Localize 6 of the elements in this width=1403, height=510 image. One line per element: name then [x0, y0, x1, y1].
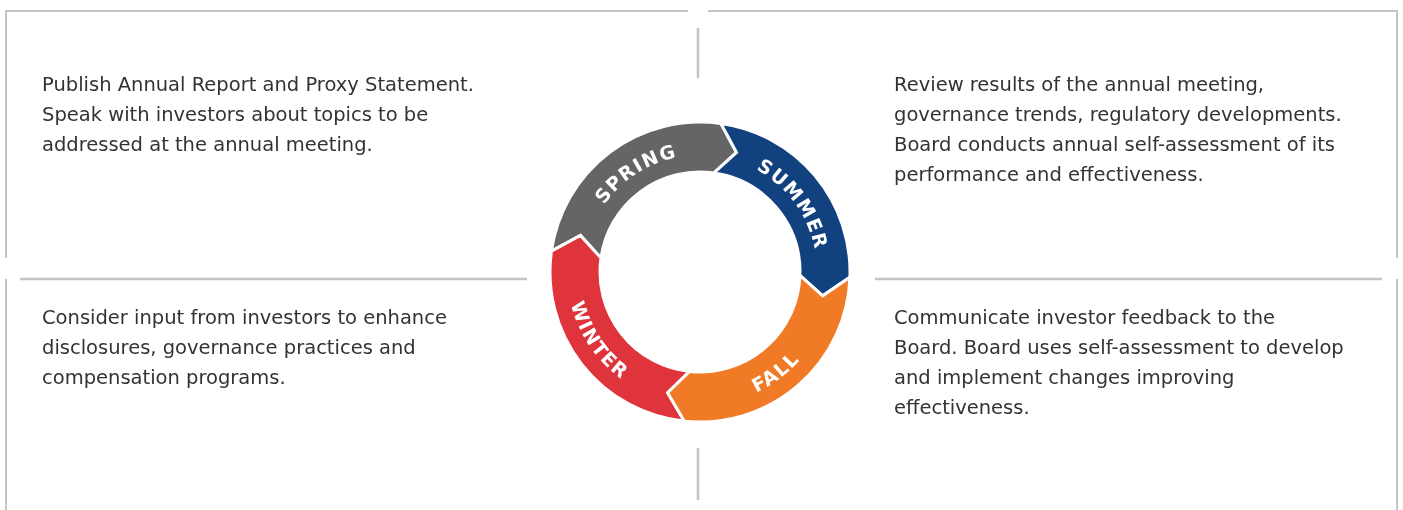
text-panel [708, 10, 1398, 258]
description-text: Publish Annual Report and Proxy Statement. Speak with investors about topics to be addressed at the annual meeting. [42, 72, 475, 158]
description-text: Communicate investor feedback to the Board. Board uses self-assessment to develop and implement changes improving effectiveness. [894, 305, 1344, 421]
description-text: Consider input from investors to enhance disclosures, governance practices and compensation programs. [42, 305, 448, 391]
description-text: Review results of the annual meeting, governance trends, regulatory developments. Board conducts annual self-assessment of its performance and effectiveness. [894, 72, 1343, 188]
text-panel [5, 10, 688, 258]
